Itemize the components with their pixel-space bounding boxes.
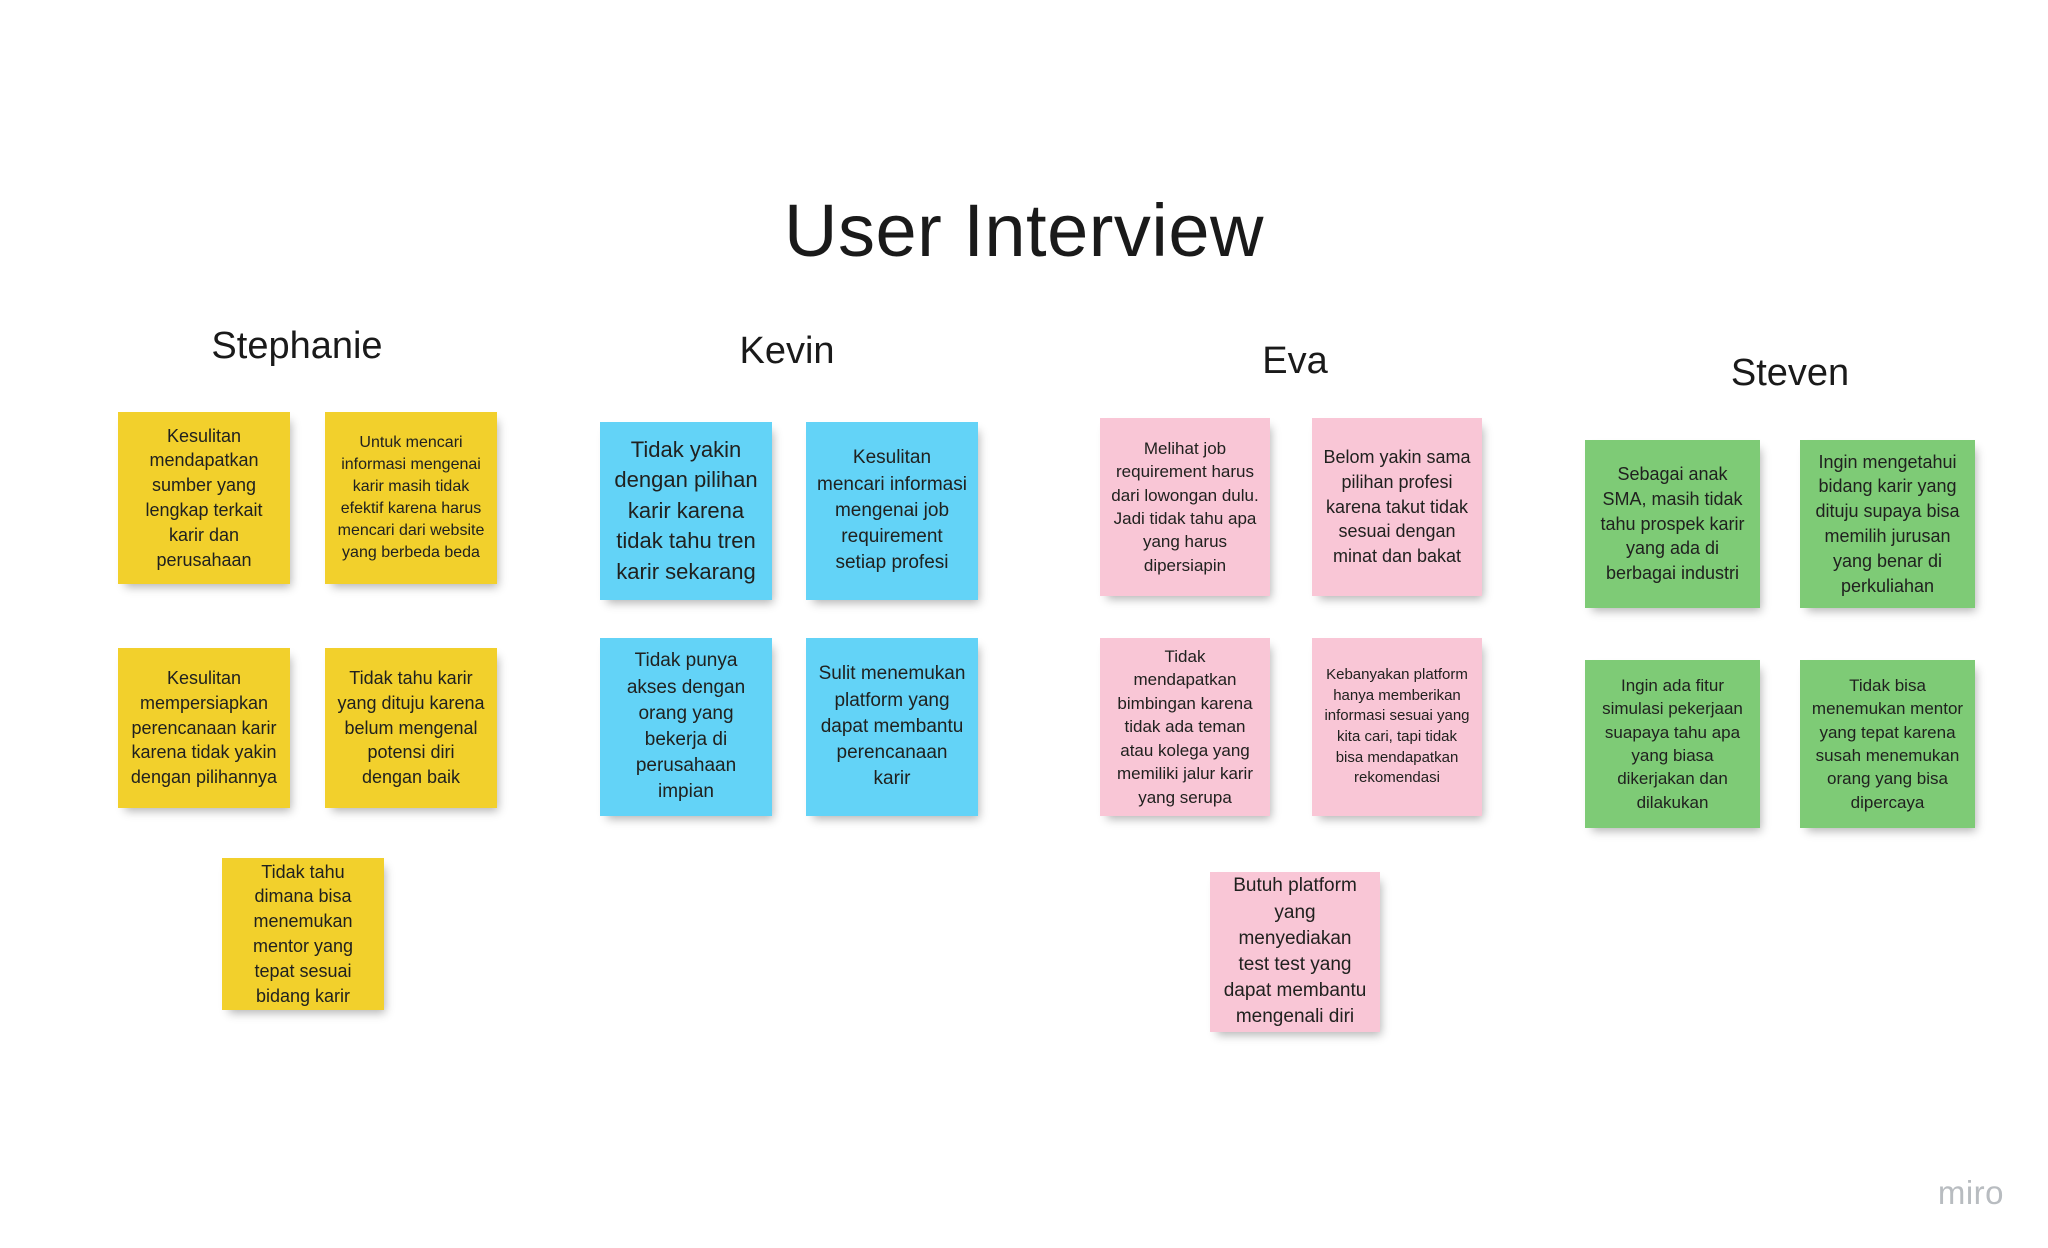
sticky-note[interactable]: Sebagai anak SMA, masih tidak tahu prosp…	[1585, 440, 1760, 608]
sticky-note-text: Kesulitan mendapatkan sumber yang lengka…	[145, 425, 263, 570]
sticky-note-text: Tidak punya akses dengan orang yang beke…	[626, 650, 746, 803]
sticky-note[interactable]: Tidak bisa menemukan mentor yang tepat k…	[1800, 660, 1975, 828]
column-title: Eva	[1262, 340, 1328, 382]
sticky-note-text: Ingin ada fitur simulasi pekerjaan suapa…	[1602, 675, 1743, 812]
sticky-note[interactable]: Butuh platform yang menyediakan test tes…	[1210, 872, 1380, 1032]
sticky-note[interactable]: Ingin ada fitur simulasi pekerjaan suapa…	[1585, 660, 1760, 828]
sticky-note[interactable]: Kebanyakan platform hanya memberikan inf…	[1312, 638, 1482, 816]
column-title: Steven	[1730, 352, 1850, 394]
sticky-note-text: Melihat job requirement harus dari lowon…	[1111, 438, 1259, 575]
sticky-note[interactable]: Melihat job requirement harus dari lowon…	[1100, 418, 1270, 596]
sticky-note[interactable]: Kesulitan mencari informasi mengenai job…	[806, 422, 978, 600]
sticky-note-text: Kebanyakan platform hanya memberikan inf…	[1324, 665, 1470, 787]
sticky-note-text: Tidak bisa menemukan mentor yang tepat k…	[1811, 675, 1964, 812]
sticky-note-text: Sulit menemukan platform yang dapat memb…	[818, 663, 966, 790]
sticky-note[interactable]: Kesulitan mendapatkan sumber yang lengka…	[118, 412, 290, 584]
sticky-note-text: Untuk mencari informasi mengenai karir m…	[337, 433, 485, 562]
column-title: Kevin	[739, 330, 835, 372]
sticky-note-text: Sebagai anak SMA, masih tidak tahu prosp…	[1600, 463, 1745, 584]
sticky-note[interactable]: Tidak mendapatkan bimbingan karena tidak…	[1100, 638, 1270, 816]
sticky-note[interactable]: Tidak tahu dimana bisa menemukan mentor …	[222, 858, 384, 1010]
sticky-note[interactable]: Sulit menemukan platform yang dapat memb…	[806, 638, 978, 816]
miro-watermark: miro	[1937, 1174, 2004, 1211]
sticky-note[interactable]: Kesulitan mempersiapkan perencanaan kari…	[118, 648, 290, 808]
sticky-note[interactable]: Untuk mencari informasi mengenai karir m…	[325, 412, 497, 584]
sticky-note-text: Tidak tahu karir yang dituju karena belu…	[337, 667, 485, 788]
sticky-note-text: Tidak tahu dimana bisa menemukan mentor …	[252, 861, 354, 1006]
sticky-note[interactable]: Ingin mengetahui bidang karir yang dituj…	[1800, 440, 1975, 608]
page-title: User Interview	[784, 188, 1264, 272]
sticky-note-text: Kesulitan mempersiapkan perencanaan kari…	[130, 667, 278, 788]
sticky-note-text: Tidak yakin dengan pilihan karir karena …	[614, 437, 758, 584]
sticky-note[interactable]: Tidak tahu karir yang dituju karena belu…	[325, 648, 497, 808]
sticky-note-text: Butuh platform yang menyediakan test tes…	[1223, 875, 1367, 1028]
sticky-note-text: Tidak mendapatkan bimbingan karena tidak…	[1116, 646, 1253, 807]
sticky-note-text: Belom yakin sama pilihan profesi karena …	[1323, 446, 1471, 567]
sticky-note-text: Ingin mengetahui bidang karir yang dituj…	[1815, 451, 1960, 596]
sticky-note-text: Kesulitan mencari informasi mengenai job…	[817, 447, 967, 574]
column-title: Stephanie	[211, 325, 383, 367]
sticky-note[interactable]: Tidak punya akses dengan orang yang beke…	[600, 638, 772, 816]
sticky-note[interactable]: Belom yakin sama pilihan profesi karena …	[1312, 418, 1482, 596]
sticky-note[interactable]: Tidak yakin dengan pilihan karir karena …	[600, 422, 772, 600]
